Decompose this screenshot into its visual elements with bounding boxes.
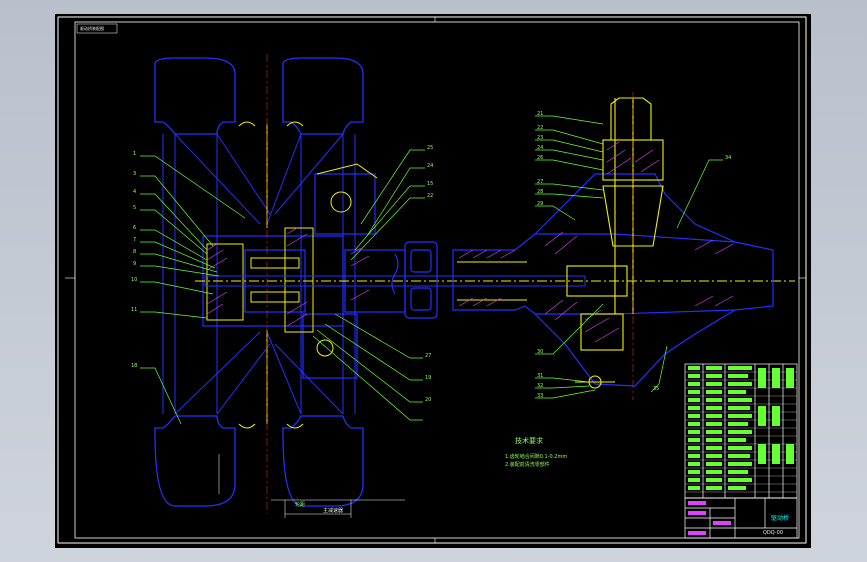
leader-lines — [140, 115, 723, 425]
diff-hatching — [458, 141, 734, 343]
hub-hatching — [206, 227, 370, 327]
part-label-20: 20 — [425, 397, 432, 403]
axle-housing — [452, 173, 774, 387]
dim-label-reducer: 主减速器 — [323, 508, 344, 514]
part-label-18: 18 — [131, 363, 138, 369]
title-block-name: 驱动桥 — [771, 515, 790, 522]
dim-label-track: 轮距 — [295, 502, 306, 508]
part-label-10: 10 — [131, 277, 138, 283]
dimension-lines — [218, 454, 405, 518]
part-label-3: 3 — [133, 171, 137, 177]
rim-flange-yellow — [238, 121, 304, 429]
part-label-19: 19 — [425, 375, 432, 381]
inner-frame — [74, 21, 800, 539]
part-label-1: 1 — [133, 151, 137, 157]
part-label-24: 24 — [427, 163, 434, 169]
outer-label-34: 34 — [725, 155, 732, 161]
part-label-11: 11 — [131, 307, 138, 313]
part-label-6: 6 — [133, 225, 137, 231]
part-label-7: 7 — [133, 237, 137, 243]
hub-label-30: 30 — [537, 349, 544, 355]
part-label-15: 15 — [427, 181, 434, 187]
hub-label-33: 33 — [537, 393, 544, 399]
part-label-25: 25 — [427, 145, 434, 151]
part-label-22-left: 22 — [427, 193, 434, 199]
hub-label-29: 29 — [537, 201, 544, 207]
outer-frame — [57, 16, 807, 544]
wheel-hub — [202, 173, 406, 379]
pinion-yellow — [457, 97, 664, 389]
hub-label-22: 22 — [537, 125, 544, 131]
coupling — [391, 241, 438, 319]
hub-label-32: 32 — [537, 383, 544, 389]
part-label-9: 9 — [133, 261, 137, 267]
title-block — [684, 497, 798, 539]
title-block-fill — [688, 501, 731, 535]
hub-label-31: 31 — [537, 373, 544, 379]
corner-tag: 驱动桥装配图 — [80, 26, 104, 31]
outer-label-35: 35 — [653, 386, 660, 392]
part-label-5: 5 — [133, 205, 137, 211]
hub-label-23: 23 — [537, 135, 544, 141]
tech-notes-line-1: 1.齿轮啮合间隙0.1-0.2mm — [505, 454, 568, 460]
left-tire-bottom — [154, 415, 364, 507]
rim-and-spokes — [162, 133, 356, 415]
part-label-27-left: 27 — [425, 353, 432, 359]
hub-label-27: 27 — [537, 179, 544, 185]
hub-yellow-parts — [206, 163, 378, 357]
part-label-4: 4 — [133, 189, 137, 195]
cad-drawing — [57, 16, 807, 544]
parts-table-text — [688, 366, 794, 490]
tech-notes-line-2: 2.装配前清洗零部件 — [505, 462, 550, 468]
hub-label-24: 24 — [537, 145, 544, 151]
drawing-canvas[interactable]: 驱动桥装配图 1 3 4 5 6 7 8 9 10 11 18 25 24 15… — [55, 14, 811, 548]
corner-tag-box — [76, 23, 118, 34]
tech-notes-title: 技术要求 — [515, 437, 543, 445]
hub-label-26: 26 — [537, 155, 544, 161]
title-block-drawing-no: QDQ-00 — [763, 530, 784, 536]
part-label-8: 8 — [133, 249, 137, 255]
hub-label-28: 28 — [537, 189, 544, 195]
hub-label-21: 21 — [537, 111, 544, 117]
left-tire-top — [154, 57, 364, 135]
